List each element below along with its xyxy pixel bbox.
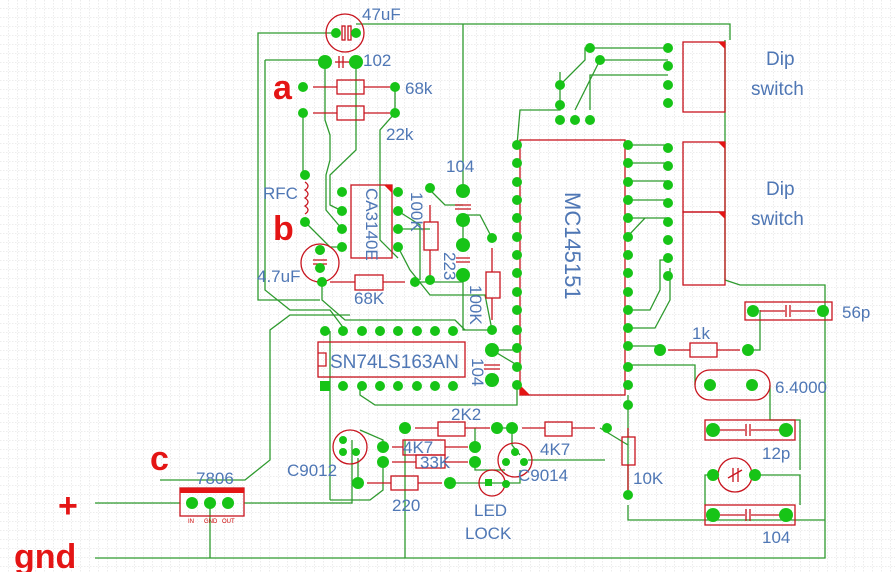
traces <box>95 23 826 559</box>
ic-ca3140e-outline <box>350 184 393 259</box>
dip-switch-3 <box>682 211 726 286</box>
component-outlines <box>179 13 833 526</box>
net-label-c: c <box>150 440 169 478</box>
label-led: LED <box>474 501 507 520</box>
label-lock: LOCK <box>465 524 512 543</box>
label-pin-gnd: GND <box>204 519 218 525</box>
inductor-rfc <box>303 181 309 215</box>
component-labels: 47uF 102 68k 22k RFC CA3140E 104 100K 22… <box>188 5 870 547</box>
label-4-7uf: 4.7uF <box>257 267 300 286</box>
label-22k: 22k <box>386 125 414 144</box>
label-56p: 56p <box>842 303 870 322</box>
resistor-22k-body <box>336 105 365 121</box>
label-pin-in: IN <box>188 519 194 525</box>
label-c9014: C9014 <box>518 466 568 485</box>
label-rfc: RFC <box>263 184 298 203</box>
label-104-mid: 104 <box>468 358 487 386</box>
label-dip-2: Dip <box>766 179 795 200</box>
label-104-bottom: 104 <box>762 528 790 547</box>
label-68k: 68k <box>405 79 433 98</box>
resistor-68k-body <box>336 79 365 95</box>
label-4k7-left: 4K7 <box>403 438 433 457</box>
dip-switch-1 <box>682 41 726 113</box>
ic-sn74ls163an-outline <box>317 341 466 378</box>
net-label-plus: + <box>58 487 78 525</box>
label-2k2: 2K2 <box>451 405 481 424</box>
label-4k7-right: 4K7 <box>540 440 570 459</box>
label-102: 102 <box>363 51 391 70</box>
label-100k-a: 100K <box>407 192 426 232</box>
label-crystal: 6.4000 <box>775 378 827 397</box>
label-sn74ls163an: SN74LS163AN <box>330 352 459 373</box>
net-label-a: a <box>273 69 293 107</box>
label-switch-2: switch <box>751 209 804 230</box>
label-68k-bottom: 68K <box>354 289 385 308</box>
label-dip-1: Dip <box>766 49 795 70</box>
label-mc145151: MC145151 <box>560 192 585 300</box>
net-label-b: b <box>273 210 294 248</box>
label-47uf: 47uF <box>362 5 401 24</box>
crystal-outline <box>694 369 771 401</box>
label-switch-1: switch <box>751 79 804 100</box>
label-100k-b: 100K <box>466 285 485 325</box>
label-7806: 7806 <box>196 469 234 488</box>
label-12p: 12p <box>762 444 790 463</box>
capacitor-47uf-outline <box>325 13 365 53</box>
label-223: 223 <box>440 252 459 280</box>
label-c9012: C9012 <box>287 461 337 480</box>
pads <box>186 28 829 522</box>
label-pin-out: OUT <box>222 519 235 525</box>
label-1k: 1k <box>692 324 710 343</box>
label-33k: 33K <box>420 453 451 472</box>
label-10k: 10K <box>633 469 664 488</box>
net-label-gnd: gnd <box>14 538 76 572</box>
label-ca3140e: CA3140E <box>362 188 381 261</box>
ic-mc145151-outline <box>519 139 626 396</box>
label-220: 220 <box>392 496 420 515</box>
label-104-top: 104 <box>446 157 474 176</box>
